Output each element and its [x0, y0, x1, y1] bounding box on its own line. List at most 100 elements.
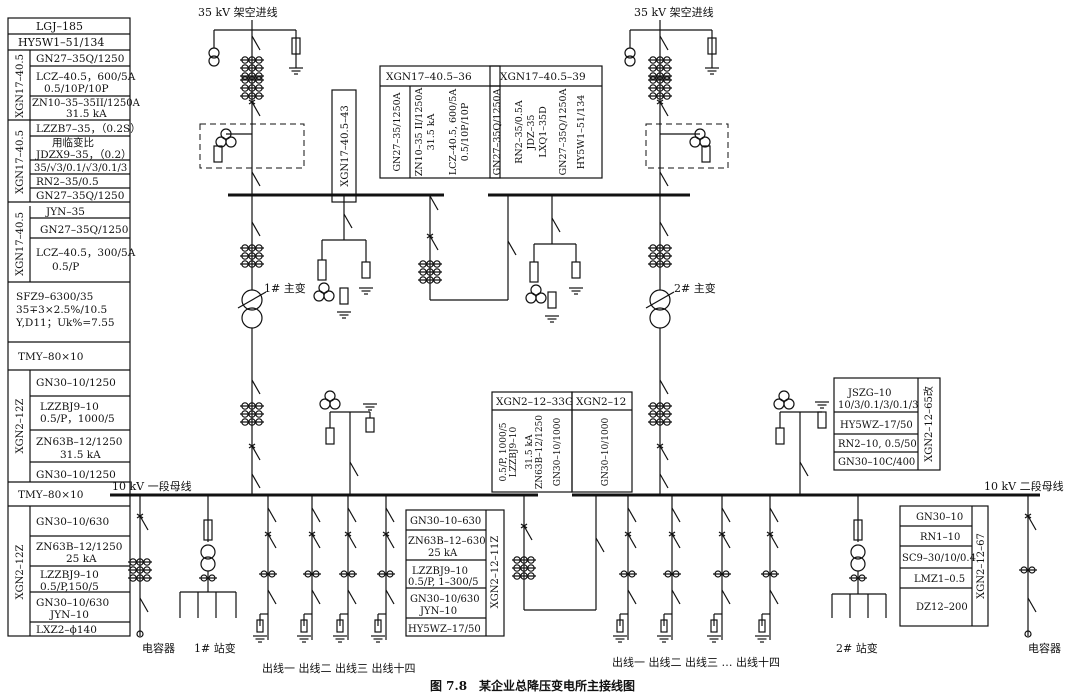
svg-text:HY5W1–51/134: HY5W1–51/134: [576, 95, 587, 170]
svg-text:XGN2–12–65改: XGN2–12–65改: [922, 386, 935, 462]
svg-text:31.5 kA: 31.5 kA: [525, 434, 535, 469]
tbl-r4a: ZN10–35–35II/1250A: [32, 98, 141, 109]
tbl-r11b: 0.5/P: [52, 261, 79, 273]
svg-text:GN30–10: GN30–10: [916, 512, 963, 523]
feeder-column: [252, 495, 278, 643]
svg-text:XGN2–12–67: XGN2–12–67: [976, 533, 987, 599]
svg-text:LMZ1–0.5: LMZ1–0.5: [914, 574, 965, 585]
svg-text:GN30–10/1000: GN30–10/1000: [601, 418, 611, 487]
station-transformer-1: 1# 站变: [179, 495, 237, 655]
left-equipment-table: LGJ–185 HY5W1–51/134 XGN17–40.5 GN27–35Q…: [7, 17, 141, 637]
svg-text:电容器: 电容器: [1028, 641, 1061, 655]
incoming-label-left: 35 kV 架空进线: [198, 5, 278, 19]
incoming-line-35kv-left: 35 kV 架空进线: [198, 5, 305, 194]
station-transformer-2: 2# 站变: [831, 495, 887, 655]
svg-text:LCZ–40.5, 600/5A: LCZ–40.5, 600/5A: [448, 89, 459, 175]
svg-text:2# 站变: 2# 站变: [836, 641, 878, 655]
tbl-cab1: XGN17–40.5: [15, 54, 26, 118]
tbl-cab4: XGN2–12Z: [15, 399, 26, 454]
feeder-labels-right: 出线一 出线二 出线三 … 出线十四: [612, 655, 780, 669]
tbl-r16b: 31.5 kA: [60, 449, 101, 461]
tbl-r16a: ZN63B–12/1250: [36, 436, 122, 448]
tbl-hy5w: HY5W1–51/134: [18, 36, 104, 49]
svg-text:1# 站变: 1# 站变: [194, 641, 236, 655]
incoming-label-right: 35 kV 架空进线: [634, 5, 714, 19]
svg-text:GN27–35Q/1250A: GN27–35Q/1250A: [558, 88, 569, 175]
tbl-r11a: LCZ–40.5，300/5A: [36, 247, 136, 259]
svg-text:GN30–10/1000: GN30–10/1000: [553, 418, 563, 487]
feeder-column: [332, 495, 358, 643]
tbl-r20b: 25 kA: [66, 553, 97, 565]
svg-text:JSZG–10: JSZG–10: [847, 388, 892, 399]
tbl-r7: RN2–35/0.5: [36, 176, 99, 188]
svg-text:GN27–35/1250A: GN27–35/1250A: [392, 92, 403, 171]
svg-text:HY5WZ–17/50: HY5WZ–17/50: [840, 420, 913, 431]
svg-text:DZ12–200: DZ12–200: [916, 602, 968, 613]
svg-text:10/3/0.1/3/0.1/3: 10/3/0.1/3/0.1/3: [838, 400, 918, 411]
svg-text:ZN63B–12–630: ZN63B–12–630: [408, 536, 486, 547]
svg-text:JDZ–35: JDZ–35: [526, 115, 537, 151]
tbl-r14: GN30–10/1250: [36, 377, 116, 389]
tbl-r20a: ZN63B–12/1250: [36, 541, 122, 553]
feeder-column: [706, 495, 732, 643]
tbl-r19: GN30–10/630: [36, 516, 109, 528]
tbl-r13: TMY–80×10: [18, 351, 83, 363]
pt-10kv-left: [319, 390, 378, 494]
feeder-group: [252, 495, 780, 643]
pt-10kv-right: [773, 390, 830, 494]
tbl-r12c: Y,D11；Uk%=7.55: [15, 317, 115, 329]
cab-33g-box: XGN2–12–33G 0.5/P, 1000/5 LZZBJ9–10 31.5…: [491, 391, 573, 493]
tbl-r21b: 0.5/P,150/5: [40, 581, 99, 593]
right-pt-table: JSZG–10 10/3/0.1/3/0.1/3 HY5WZ–17/50 RN2…: [833, 377, 941, 471]
svg-text:XGN17–40.5–39: XGN17–40.5–39: [500, 71, 586, 83]
tbl-r22a: GN30–10/630: [36, 597, 109, 609]
capacitor-left: 电容器: [128, 495, 175, 655]
transformer-1: 1# 主变: [237, 195, 306, 494]
cab-36-box: XGN17–40.5–36 GN27–35/1250A ZN10–35 II/1…: [379, 65, 501, 179]
bus-tie-10kv: [512, 495, 605, 611]
svg-text:XGN17–40.5–43: XGN17–40.5–43: [340, 105, 351, 187]
tbl-r15b: 0.5/P，1000/5: [40, 413, 115, 425]
svg-text:XGN2–12–11Z: XGN2–12–11Z: [490, 536, 501, 609]
incoming-line-35kv-right: 35 kV 架空进线: [624, 5, 729, 194]
transformer-2-label: 2# 主变: [674, 281, 716, 295]
svg-text:电容器: 电容器: [142, 641, 175, 655]
tbl-r3a: LCZ–40.5，600/5A: [36, 71, 136, 83]
pt-left-35kv: [313, 195, 374, 319]
right-station-table: GN30–10 RN1–10 SC9–30/10/0.4 LMZ1–0.5 DZ…: [899, 505, 989, 627]
transformer-1-label: 1# 主变: [264, 281, 306, 295]
tbl-r21a: LZZBJ9–10: [40, 569, 99, 581]
svg-text:GN30–10/630: GN30–10/630: [410, 594, 480, 605]
feeder-column: [656, 495, 682, 643]
svg-text:XGN2–12–33G: XGN2–12–33G: [496, 396, 573, 408]
svg-text:RN2–10, 0.5/50: RN2–10, 0.5/50: [838, 439, 917, 450]
svg-text:SC9–30/10/0.4: SC9–30/10/0.4: [902, 553, 976, 564]
tbl-cab3: XGN17–40.5: [15, 212, 26, 276]
tbl-r6a: JDZX9–35，（0.2）: [35, 149, 132, 161]
svg-text:ZN10–35 II/1250A: ZN10–35 II/1250A: [414, 88, 425, 177]
feeder-column: [296, 495, 322, 643]
feeder-column: [612, 495, 638, 643]
bus2-label: 10 kV 二段母线: [984, 479, 1064, 493]
tbl-r3b: 0.5/10P/10P: [44, 83, 109, 95]
cab-xgn2-12-box: XGN2–12 GN30–10/1000: [571, 391, 633, 493]
tbl-r23: LXZ2–ϕ140: [36, 624, 97, 636]
bus-tie-35kv: [418, 195, 517, 301]
bus1-label: 10 kV 一段母线: [112, 479, 192, 493]
transformer-2: 2# 主变: [645, 195, 716, 494]
feeder-labels-left: 出线一 出线二 出线三 出线十四: [262, 661, 416, 675]
feeder-column: [370, 495, 396, 643]
svg-text:JYN–10: JYN–10: [419, 606, 457, 617]
pt-right-35kv: [525, 195, 584, 323]
cab-39-box: XGN17–40.5–39 GN27–35Q/1250A RN2–35/0.5A…: [489, 65, 603, 179]
svg-text:RN2–35/0.5A: RN2–35/0.5A: [514, 100, 525, 164]
svg-text:XGN17–40.5–36: XGN17–40.5–36: [386, 71, 472, 83]
svg-text:GN30–10C/400: GN30–10C/400: [838, 457, 915, 468]
tbl-r4b: 31.5 kA: [66, 108, 107, 120]
svg-text:0.5/P, 1000/5: 0.5/P, 1000/5: [499, 422, 509, 481]
tbl-r17: GN30–10/1250: [36, 469, 116, 481]
svg-text:HY5WZ–17/50: HY5WZ–17/50: [408, 624, 481, 635]
svg-text:LXQ1–35D: LXQ1–35D: [538, 106, 549, 158]
svg-text:LZZBJ9–10: LZZBJ9–10: [509, 427, 519, 478]
